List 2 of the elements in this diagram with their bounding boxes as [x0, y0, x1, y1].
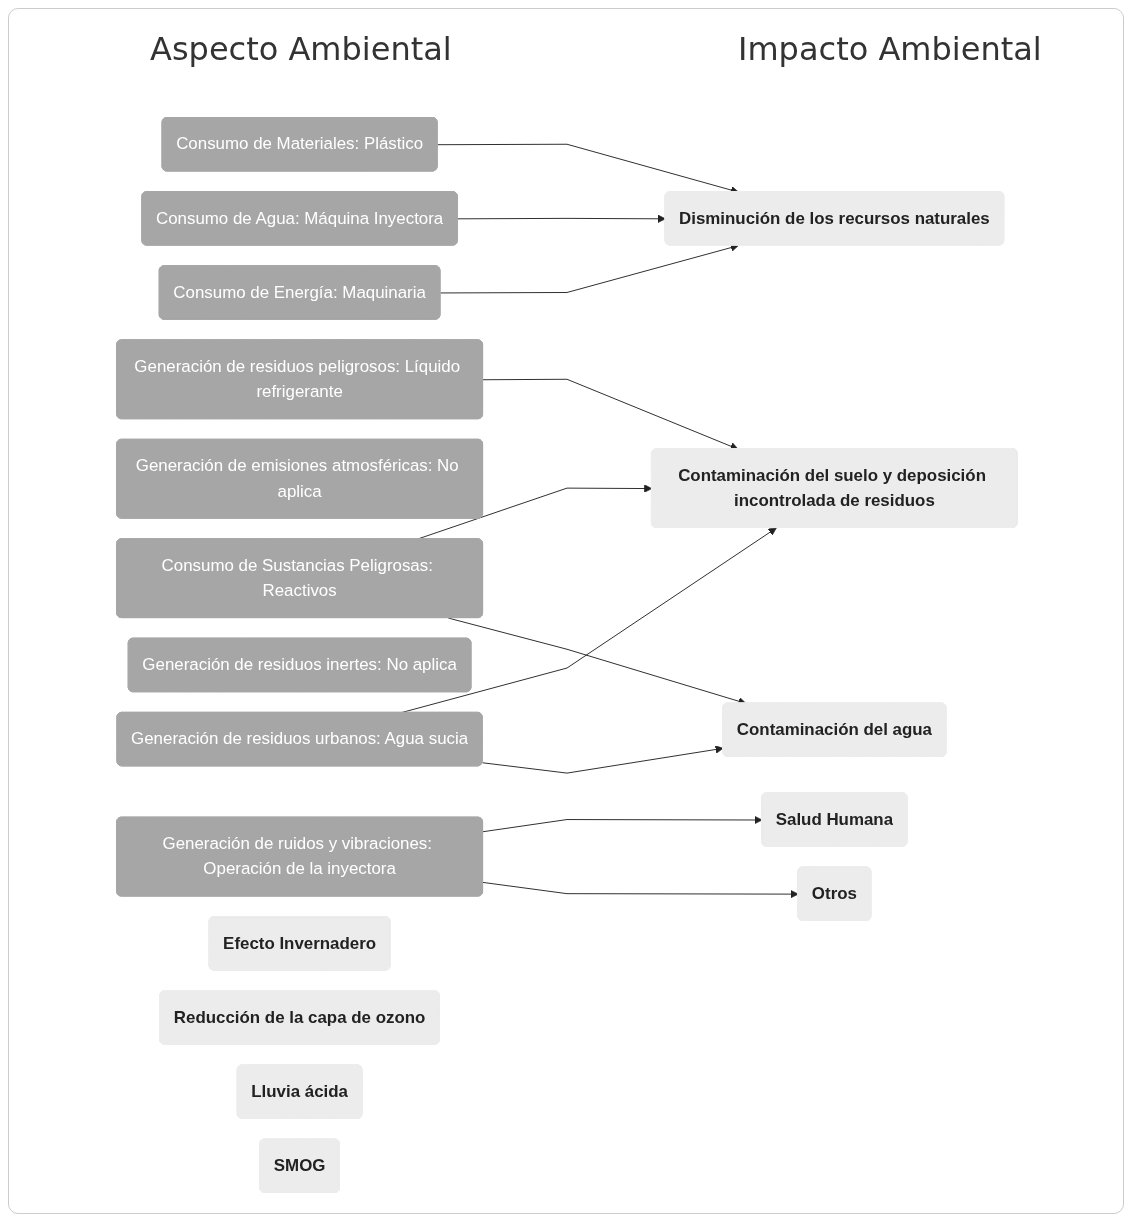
- column-heading: Aspecto Ambiental: [150, 30, 452, 68]
- column-heading: Impacto Ambiental: [738, 30, 1042, 68]
